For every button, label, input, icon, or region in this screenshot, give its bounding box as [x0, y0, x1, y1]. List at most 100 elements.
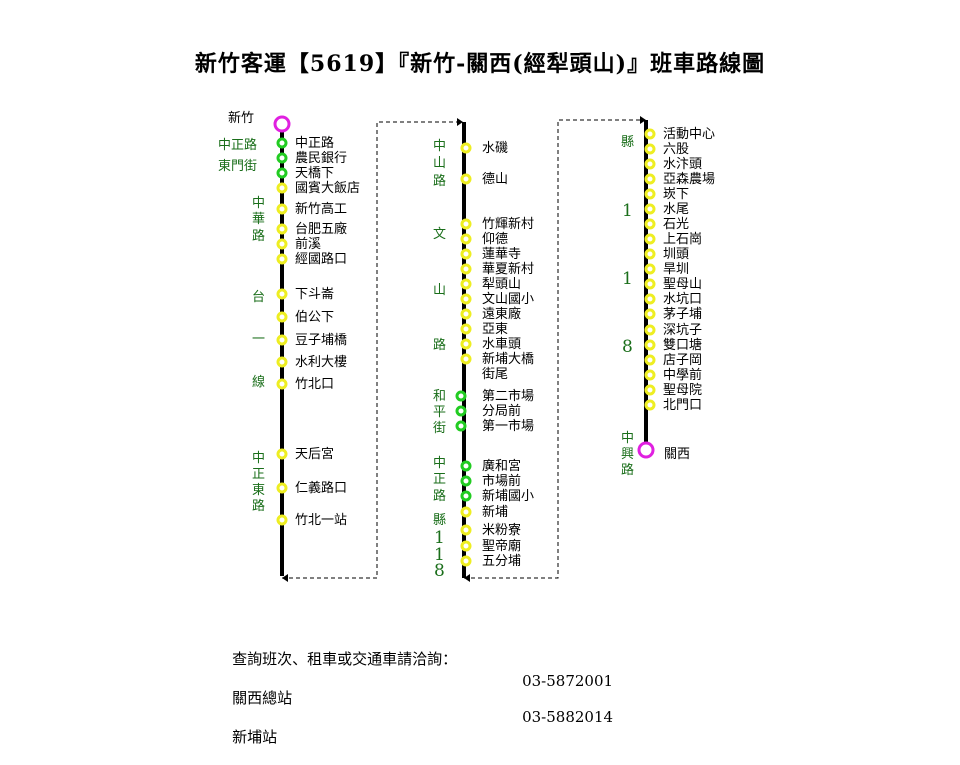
stop-marker [644, 203, 656, 215]
stop-marker [460, 353, 472, 365]
stop-label: 分局前 [482, 403, 521, 419]
svg-text:中: 中 [433, 456, 446, 471]
arrow-head-2 [640, 116, 646, 124]
road-label-vertical: 中 正 東 路 [252, 451, 265, 514]
svg-text:路: 路 [252, 228, 265, 244]
connector-1-2 [282, 121, 457, 579]
stop-marker [644, 173, 656, 185]
stop-label: 市場前 [482, 473, 521, 489]
stop-marker [644, 384, 656, 396]
stop-marker [455, 390, 467, 402]
stop-marker [644, 128, 656, 140]
page-title: 新竹客運【5619】『新竹-關西(經犁頭山)』班車路線圖 [194, 51, 766, 77]
stop-label: 聖帝廟 [482, 538, 521, 554]
stop-marker [276, 514, 288, 526]
route-number-digit: 1 [434, 528, 445, 548]
stop-marker [460, 142, 472, 154]
column-3-stops: 活動中心六股水汴頭亞森農場崁下水尾石光上石崗圳頭旱圳聖母山水坑口茅子埔深坑子雙口… [644, 127, 715, 413]
svg-text:和: 和 [433, 389, 446, 404]
stop-marker [460, 263, 472, 275]
stop-marker [460, 490, 472, 502]
stop-label: 天后宮 [295, 446, 334, 462]
svg-text:山: 山 [433, 156, 446, 171]
stop-marker [276, 223, 288, 235]
road-label-vertical: 中 興 路 [621, 431, 634, 478]
stop-label: 德山 [482, 172, 508, 187]
stop-label: 農民銀行 [295, 151, 347, 166]
stop-label: 北門口 [663, 398, 702, 413]
stop-label: 活動中心 [663, 127, 715, 142]
stop-label: 崁下 [663, 187, 689, 202]
stop-label: 台肥五廠 [295, 221, 347, 237]
road-label: 文 [433, 227, 446, 242]
road-label: 台 [252, 290, 265, 305]
stop-label: 深坑子 [663, 323, 702, 338]
stop-label: 中學前 [663, 367, 702, 383]
svg-text:正: 正 [433, 472, 446, 487]
svg-text:路: 路 [621, 462, 634, 478]
stop-label: 伯公下 [295, 310, 334, 325]
stop-marker [460, 540, 472, 552]
stop-marker [644, 158, 656, 170]
stop-marker [276, 482, 288, 494]
stop-label: 水坑口 [663, 292, 702, 307]
stop-marker [276, 334, 288, 346]
stop-marker [276, 378, 288, 390]
stop-marker [276, 182, 288, 194]
stop-label: 蓮華寺 [482, 247, 521, 262]
stop-marker [276, 288, 288, 300]
stop-label: 第一市場 [482, 418, 534, 434]
stop-marker [644, 293, 656, 305]
stop-label: 聖母山 [663, 277, 702, 292]
road-label: 東門街 [218, 158, 257, 174]
column-2-stops: 水磯德山竹輝新村仰德蓮華寺華夏新村犁頭山文山國小遠東廠亞東水車頭新埔大橋街尾第二… [455, 141, 534, 569]
stop-label: 新埔國小 [482, 488, 534, 504]
stop-label: 圳頭 [663, 247, 689, 262]
connector-2-3 [464, 119, 640, 579]
route-number-digit: 1 [622, 269, 633, 289]
stop-label: 新埔 [482, 504, 508, 520]
stop-label: 水車頭 [482, 337, 521, 352]
road-label-vertical: 中 山 路 [433, 139, 446, 189]
stop-marker [460, 460, 472, 472]
stop-label: 石光 [663, 217, 689, 232]
stop-marker [644, 399, 656, 411]
stop-marker [460, 475, 472, 487]
stop-label: 水利大樓 [295, 355, 347, 370]
stop-marker [460, 218, 472, 230]
arrow-head-1b [282, 574, 288, 582]
svg-text:中: 中 [252, 196, 265, 211]
stop-label: 竹輝新村 [482, 216, 534, 232]
stop-label: 聖母院 [663, 383, 702, 398]
stop-marker [276, 356, 288, 368]
svg-text:中: 中 [621, 431, 634, 446]
stop-label: 仰德 [482, 232, 508, 247]
route-number-digit: 8 [434, 561, 445, 581]
road-label: 縣 [621, 135, 634, 150]
stop-marker [644, 218, 656, 230]
svg-text:中: 中 [252, 451, 265, 466]
stop-label: 文山國小 [482, 292, 534, 307]
stop-marker [644, 263, 656, 275]
stop-marker [276, 253, 288, 265]
stop-label: 亞東 [482, 321, 508, 337]
stop-label: 店子岡 [663, 353, 702, 368]
stop-marker [460, 524, 472, 536]
arrow-head-1 [457, 118, 463, 126]
stop-label: 街尾 [482, 367, 508, 382]
road-label: 縣 [433, 513, 446, 528]
svg-text:街: 街 [433, 421, 446, 436]
station-name: 新埔站 [232, 728, 278, 746]
route-map: 新竹 關西 中正路農民銀行天橋下國賓大飯店新竹高工台肥五廠前溪經國路口下斗崙伯公… [218, 110, 715, 582]
svg-text:路: 路 [433, 173, 446, 189]
stop-marker [644, 354, 656, 366]
stop-label: 下斗崙 [295, 287, 334, 302]
road-label-vertical: 中 正 路 [433, 456, 446, 504]
stop-marker [644, 248, 656, 260]
route-number-digit: 1 [434, 545, 445, 565]
stop-label: 上石崗 [663, 232, 702, 247]
road-label: 中正路 [218, 137, 257, 153]
stop-marker [460, 278, 472, 290]
phone-number: 03-5882014 [522, 708, 614, 726]
stop-label: 經國路口 [295, 251, 347, 267]
